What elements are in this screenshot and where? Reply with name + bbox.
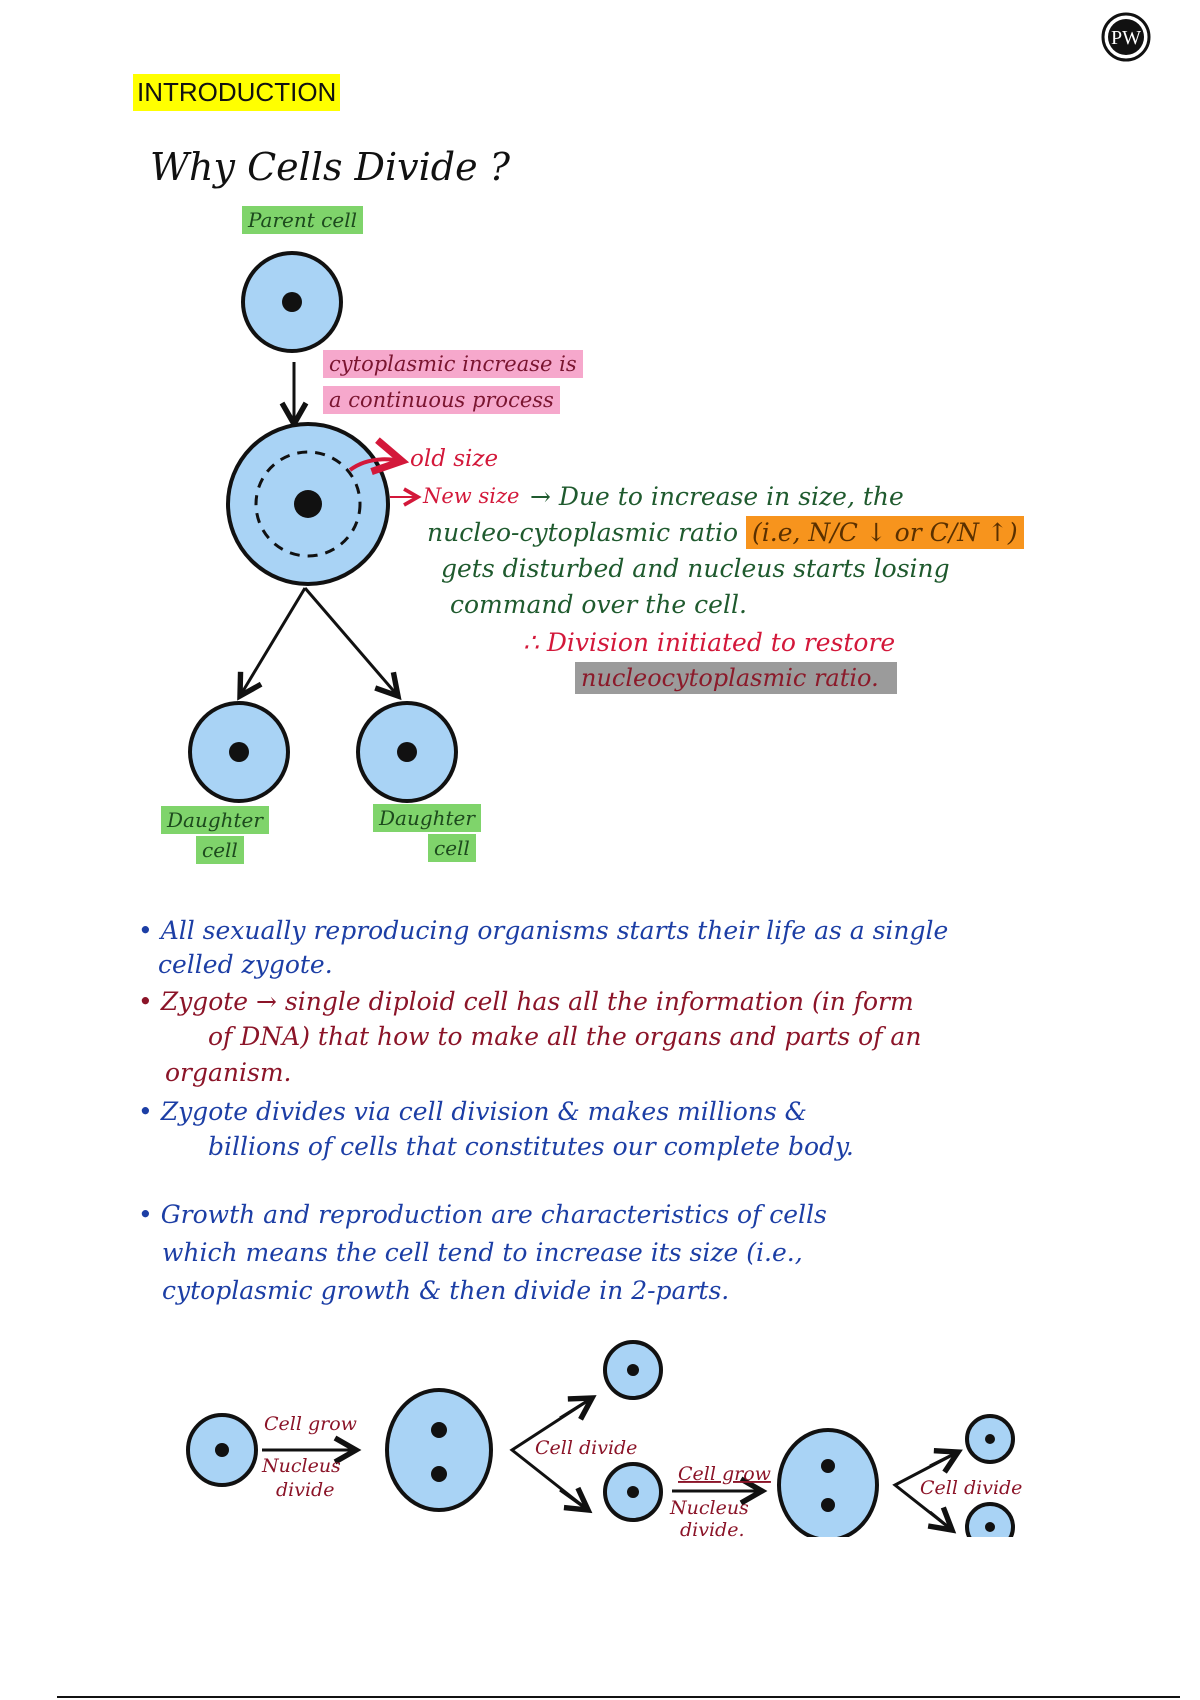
cycle-diagram: Cell grow Nucleus divide Cell divide Cel… [150,1340,1050,1597]
cell-grow-label-2: Cell grow [678,1463,771,1485]
grown-cell [226,422,390,586]
bullet-3-line-2: billions of cells that constitutes our c… [208,1132,854,1161]
conclusion-line1: ∴ Division initiated to restore [523,628,896,657]
bullet-2-line-1: • Zygote → single diploid cell has all t… [138,987,914,1016]
nucleus-label-1: Nucleus [261,1455,341,1477]
daughter-cell-left [188,701,290,803]
old-size-arrow [348,437,410,475]
explanation-line4: command over the cell. [450,590,747,619]
bullet-4-line-3: cytoplasmic growth & then divide in 2-pa… [162,1276,730,1305]
ratio-highlight: (i.e, N/C ↓ or C/N ↑) [746,516,1024,549]
division-arrow-right [303,587,402,701]
cytoplasm-note-line1: cytoplasmic increase is [323,350,583,378]
new-size-label: New size [423,484,520,508]
bullet-2-line-3: organism. [165,1058,292,1087]
daughter-right-label-1: Daughter [373,804,481,832]
explanation-line2-text: nucleo-cytoplasmic ratio [427,518,739,547]
svg-text:PW: PW [1111,27,1141,49]
daughter-right-label-2: cell [428,834,476,862]
old-size-label: old size [410,446,499,472]
cell-divide-label-2: Cell divide [920,1477,1022,1499]
daughter-left-label-2: cell [196,836,244,864]
parent-cell-label: Parent cell [242,206,363,234]
section-title: INTRODUCTION [133,74,341,111]
parent-cell [241,251,343,353]
daughter-left-label-1: Daughter [161,806,269,834]
cell-grow-label: Cell grow [264,1413,357,1435]
cell-divide-label: Cell divide [535,1437,637,1459]
daughter-cell-right [356,701,458,803]
pw-logo: PW [1101,12,1151,62]
bullet-3-line-1: • Zygote divides via cell division & mak… [138,1097,807,1126]
conclusion-line2: nucleocytoplasmic ratio. [575,662,897,694]
bullet-4-line-2: which means the cell tend to increase it… [162,1238,803,1267]
explanation-line2: nucleo-cytoplasmic ratio (i.e, N/C ↓ or … [427,516,1024,549]
nucleus-label-2: divide [276,1479,334,1501]
bullet-2-line-2: of DNA) that how to make all the organs … [208,1022,922,1051]
explanation-line1: → Due to increase in size, the [530,482,904,511]
division-arrow-left [237,587,307,701]
page-heading: Why Cells Divide ? [150,145,511,189]
bullet-4-line-1: • Growth and reproduction are characteri… [138,1200,827,1229]
explanation-line3: gets disturbed and nucleus starts losing [441,554,950,583]
cytoplasm-note-line2: a continuous process [323,386,560,414]
nucleus-label-2a: Nucleus [669,1497,749,1519]
nucleus-label-2b: divide. [680,1519,745,1541]
bullet-1-line-2: celled zygote. [158,950,333,979]
bullet-1-line-1: • All sexually reproducing organisms sta… [138,916,949,945]
